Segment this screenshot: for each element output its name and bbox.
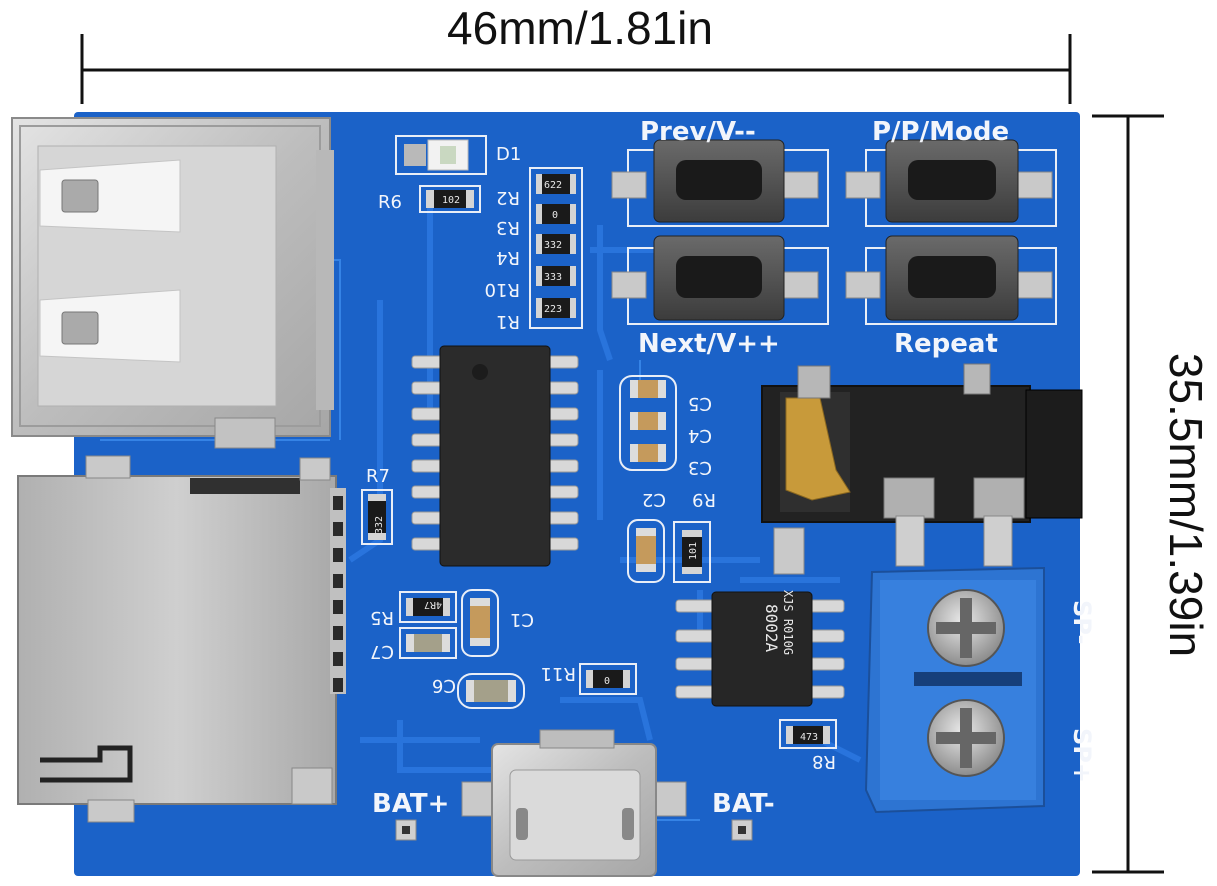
- label-r7: R7: [366, 466, 390, 487]
- capacitor-c7: [399, 627, 457, 659]
- code-r9: 101: [688, 542, 699, 560]
- bat-plus-pad: [395, 819, 417, 841]
- code-r3: 0: [552, 210, 558, 221]
- label-c2: C2: [642, 489, 666, 510]
- code-r5: 4R7: [424, 599, 442, 610]
- label-r2: R2: [496, 187, 520, 208]
- speaker-terminal-block: [864, 566, 1045, 814]
- label-c4: C4: [688, 425, 712, 446]
- code-r4: 332: [544, 240, 562, 251]
- headphone-jack: [761, 363, 1083, 575]
- height-dimension-line: [1092, 114, 1164, 874]
- label-r5: R5: [370, 607, 394, 628]
- code-r7: 332: [374, 516, 385, 534]
- capacitor-c6: [457, 673, 525, 709]
- label-c1: C1: [510, 609, 534, 630]
- led-d1: [395, 135, 487, 175]
- label-r6: R6: [378, 192, 402, 213]
- resistor-r5: [399, 591, 457, 623]
- amp-ic-marking-1: 8002A: [762, 604, 781, 653]
- label-bat-minus: BAT-: [712, 789, 775, 819]
- resistor-r6: [419, 185, 481, 213]
- button-repeat[interactable]: [845, 235, 1057, 325]
- code-r11: 0: [604, 676, 610, 687]
- label-c3: C3: [688, 457, 712, 478]
- resistor-r8: [779, 719, 837, 749]
- resistor-stack: [529, 167, 583, 329]
- capacitor-stack: [619, 375, 677, 471]
- bat-minus-pad: [731, 819, 753, 841]
- label-prev-vol-down: Prev/V--: [640, 117, 756, 147]
- capacitor-c2: [627, 519, 665, 583]
- amplifier-ic: [675, 591, 845, 707]
- label-c6: C6: [432, 675, 456, 696]
- code-r10: 333: [544, 272, 562, 283]
- width-dimension-label: 46mm/1.81in: [447, 2, 713, 54]
- label-sp-minus: SP-: [1068, 600, 1096, 644]
- code-r2: 622: [544, 180, 562, 191]
- label-bat-plus: BAT+: [372, 789, 449, 819]
- label-sp-plus: SP+: [1068, 728, 1096, 783]
- resistor-r7: [361, 489, 393, 545]
- label-r8: R8: [812, 751, 836, 772]
- label-play-pause-mode: P/P/Mode: [872, 117, 1009, 147]
- resistor-r11: [579, 663, 637, 695]
- width-dimension-line: [80, 34, 1072, 104]
- code-r1: 223: [544, 304, 562, 315]
- button-next-vol-up[interactable]: [611, 235, 829, 325]
- usb-a-port: [11, 117, 334, 449]
- label-r11: R11: [541, 663, 576, 684]
- label-r9: R9: [692, 489, 716, 510]
- resistor-r9: [673, 521, 711, 583]
- code-r6: 102: [442, 195, 460, 206]
- pcb-traces: [348, 200, 862, 773]
- micro-usb-port: [461, 729, 687, 877]
- capacitor-c1: [461, 589, 499, 657]
- label-next-vol-up: Next/V++: [638, 329, 780, 359]
- label-r10: R10: [485, 279, 520, 300]
- label-c7: C7: [370, 641, 394, 662]
- label-r3: R3: [496, 217, 520, 238]
- code-r8: 473: [800, 732, 818, 743]
- label-c5: C5: [688, 393, 712, 414]
- label-r4: R4: [496, 247, 520, 268]
- button-prev-vol-down[interactable]: [611, 139, 829, 227]
- label-repeat: Repeat: [894, 329, 998, 359]
- label-d1: D1: [496, 144, 521, 165]
- micro-sd-slot: [17, 455, 346, 823]
- button-play-pause-mode[interactable]: [845, 139, 1057, 227]
- amp-ic-marking-2: XJS R010G: [781, 590, 795, 655]
- label-r1: R1: [496, 311, 520, 332]
- decoder-ic: [411, 345, 579, 567]
